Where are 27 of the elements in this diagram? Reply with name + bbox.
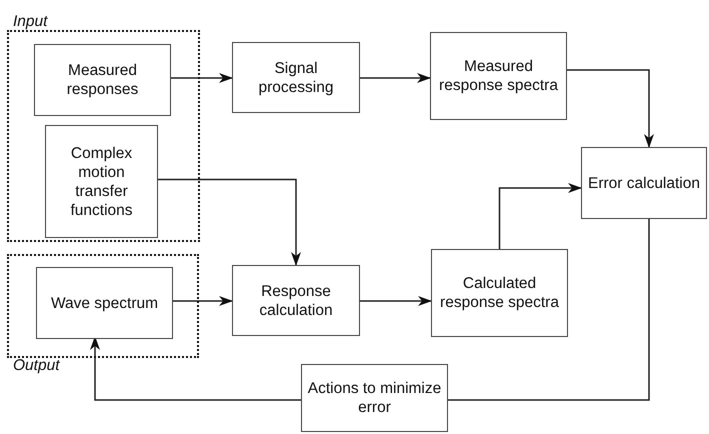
process-box [581, 147, 707, 219]
process-box [301, 364, 448, 432]
arrow [498, 183, 582, 249]
box-label: Calculated response spectra [439, 274, 560, 312]
box-label: Signal processing [258, 58, 334, 96]
box-label: Error calculation [587, 174, 701, 192]
arrow [156, 178, 301, 266]
process-box [232, 42, 360, 113]
group-heading: Input [13, 13, 48, 31]
process-box [34, 44, 171, 116]
group-heading: Output [13, 357, 60, 375]
process-box [36, 267, 173, 339]
box-label: Complex motion transfer functions [69, 144, 134, 220]
arrow [360, 296, 432, 306]
process-box [45, 125, 158, 238]
process-box [232, 265, 360, 336]
process-box [431, 249, 568, 337]
box-label: Measured response spectra [438, 57, 559, 95]
process-box [430, 32, 567, 120]
box-label: Measured responses [66, 61, 140, 99]
arrow [171, 296, 233, 306]
box-label: Wave spectrum [50, 294, 160, 312]
arrow [360, 73, 431, 83]
arrow [169, 73, 233, 83]
box-label: Response calculation [258, 282, 334, 320]
box-label: Actions to minimize error [306, 379, 442, 417]
arrow [567, 69, 654, 148]
